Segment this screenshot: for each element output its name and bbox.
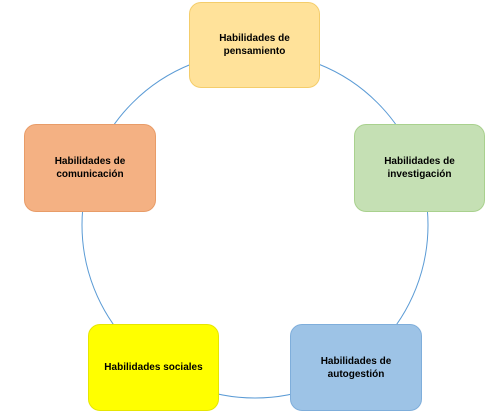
node-label-line: pensamiento bbox=[223, 46, 286, 57]
node-label: Habilidades de autogestión bbox=[321, 355, 392, 381]
node-habilidades-de-autogestion: Habilidades de autogestión bbox=[290, 324, 422, 411]
node-label-line: Habilidades de bbox=[384, 156, 455, 167]
node-label: Habilidades de pensamiento bbox=[219, 32, 290, 58]
node-label-line: comunicación bbox=[56, 169, 124, 180]
node-label-line: Habilidades de bbox=[219, 33, 290, 44]
node-habilidades-de-investigacion: Habilidades de investigación bbox=[354, 124, 485, 212]
node-habilidades-de-comunicacion: Habilidades de comunicación bbox=[24, 124, 156, 212]
node-label-line: Habilidades sociales bbox=[104, 362, 203, 373]
node-label-line: Habilidades de bbox=[54, 156, 126, 167]
node-label: Habilidades sociales bbox=[104, 361, 202, 374]
node-label-line: Habilidades de bbox=[320, 355, 392, 367]
node-label-line: investigación bbox=[387, 169, 452, 180]
node-habilidades-sociales: Habilidades sociales bbox=[88, 324, 219, 411]
node-label-line: autogestión bbox=[327, 368, 385, 380]
node-label: Habilidades de comunicación bbox=[55, 155, 126, 181]
node-label: Habilidades de investigación bbox=[384, 155, 455, 181]
node-habilidades-de-pensamiento: Habilidades de pensamiento bbox=[189, 2, 320, 88]
